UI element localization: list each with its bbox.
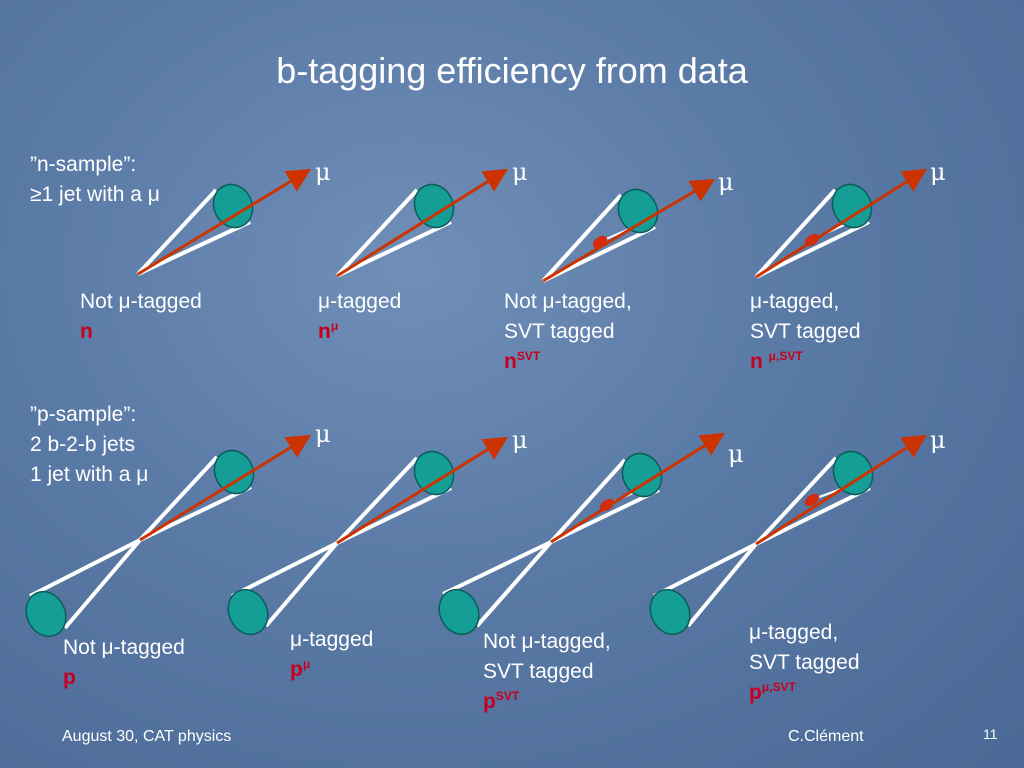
p-case-4-label: μ-tagged, SVT tagged pμ,SVT	[749, 621, 860, 704]
page-number: 11	[983, 726, 998, 742]
cone-edge	[550, 488, 660, 544]
muon-symbol: μ	[512, 426, 528, 454]
muon-symbol: μ	[930, 426, 946, 454]
n-sample-jet-3	[541, 178, 716, 283]
jet-disc	[831, 183, 873, 229]
cone-edge	[139, 485, 252, 542]
cone-edge	[136, 188, 218, 276]
cone-edge	[442, 540, 552, 596]
p-sample-heading: ”p-sample”: 2 b-2-b jets 1 jet with a μ	[30, 403, 149, 486]
n-case-1-label: Not μ-tagged n	[80, 290, 202, 343]
cone-edge	[754, 456, 838, 546]
jet-disc	[832, 450, 874, 496]
jet-disc	[617, 188, 659, 234]
muon-arrow	[336, 168, 509, 278]
muon-arrow	[550, 432, 726, 544]
jet-disc	[649, 588, 691, 636]
p-sample-jet-1	[25, 434, 312, 638]
cone-edge	[541, 193, 623, 283]
cone-edge	[336, 486, 452, 545]
muon-arrow	[137, 168, 312, 276]
p-case-2-label: μ-tagged pμ	[290, 628, 374, 681]
cone-edge	[754, 188, 837, 279]
slide-title: b-tagging efficiency from data	[276, 50, 748, 91]
cone-edge	[686, 542, 758, 628]
muon-symbol: μ	[315, 158, 331, 186]
svt-vertex	[804, 493, 820, 507]
muon-arrow	[336, 436, 509, 545]
jet-disc	[413, 183, 455, 229]
jet-disc	[621, 452, 663, 498]
muon-symbol: μ	[718, 168, 734, 196]
muon-arrow	[542, 178, 716, 283]
muon-arrow	[139, 434, 312, 542]
cone-edge	[29, 538, 141, 598]
cone-edge	[549, 458, 627, 544]
n-case-3-label: Not μ-tagged, SVT tagged nSVT	[504, 290, 632, 373]
muon-symbol: μ	[512, 158, 528, 186]
muon-symbol: μ	[315, 420, 331, 448]
cone-edge	[138, 455, 219, 542]
muon-arrow	[755, 168, 928, 279]
cone-edge	[755, 486, 871, 546]
n-case-4-label: μ-tagged, SVT tagged n μ,SVT	[750, 290, 861, 373]
footer-date: August 30, CAT physics	[62, 728, 232, 745]
jet-disc	[212, 183, 254, 229]
footer-author: C.Clément	[788, 728, 864, 745]
n-sample-jet-4	[754, 168, 928, 279]
cone-edge	[542, 225, 656, 283]
n-sample-jet-1	[136, 168, 312, 276]
cone-edge	[264, 541, 339, 628]
cone-edge	[335, 456, 419, 545]
cone-edge	[755, 220, 870, 279]
p-sample-jet-4	[649, 434, 928, 636]
cone-edge	[63, 538, 142, 630]
cone-edge	[336, 220, 452, 278]
cone-edge	[137, 220, 251, 276]
jet-disc	[25, 590, 67, 638]
muon-symbol: μ	[930, 158, 946, 186]
muon-arrow	[755, 434, 928, 546]
jet-disc	[213, 449, 255, 495]
jet-disc	[438, 588, 480, 636]
jet-disc	[413, 450, 455, 496]
p-case-3-label: Not μ-tagged, SVT tagged pSVT	[483, 630, 611, 713]
p-sample-jet-3	[438, 432, 726, 636]
muon-symbol: μ	[728, 440, 744, 468]
n-sample-jet-2	[335, 168, 509, 278]
cone-edge	[231, 541, 338, 598]
n-sample-heading: ”n-sample”: ≥1 jet with a μ	[30, 153, 160, 206]
n-case-2-label: μ-tagged nμ	[318, 290, 402, 343]
p-case-1-label: Not μ-tagged p	[63, 636, 185, 689]
jet-disc	[227, 588, 269, 636]
cone-edge	[653, 542, 757, 598]
cone-edge	[335, 188, 419, 278]
p-sample-jet-2	[227, 436, 509, 636]
cone-edge	[475, 540, 553, 628]
